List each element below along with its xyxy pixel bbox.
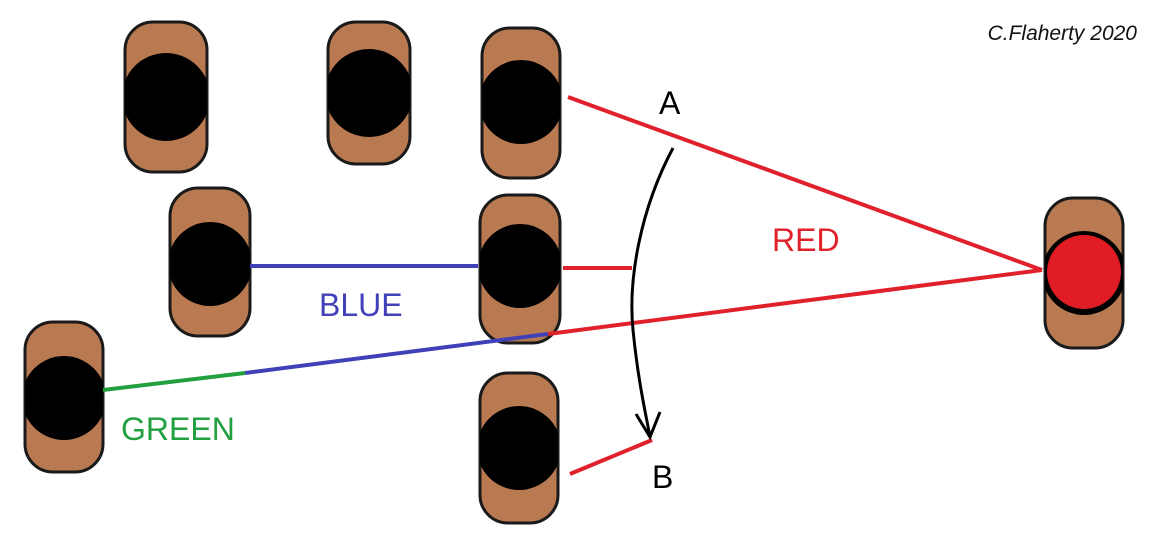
credit: C.Flaherty 2020	[988, 22, 1138, 45]
player-middle-left	[168, 186, 252, 338]
green-passing-line	[102, 371, 246, 392]
label-blue: BLUE	[319, 287, 403, 323]
red-passing-line	[547, 268, 1043, 336]
movement-arrow	[630, 147, 675, 438]
blue-passing-line	[244, 332, 549, 375]
player-top-left	[123, 20, 209, 174]
red-line-to-top-player	[567, 95, 1043, 272]
player-bottom-center	[478, 371, 560, 525]
player-bottom-left	[23, 320, 105, 474]
red-line-to-bottom-player	[569, 438, 653, 476]
label-a: A	[659, 85, 681, 121]
label-green: GREEN	[121, 411, 235, 447]
label-b: B	[652, 459, 673, 495]
player-middle-center	[478, 193, 562, 345]
label-red: RED	[772, 222, 840, 258]
player-top-middle	[326, 20, 412, 166]
player-top-right	[480, 26, 562, 180]
arrow-head-icon	[634, 411, 662, 441]
ball	[1047, 235, 1121, 309]
player-with-ball	[1043, 196, 1125, 350]
